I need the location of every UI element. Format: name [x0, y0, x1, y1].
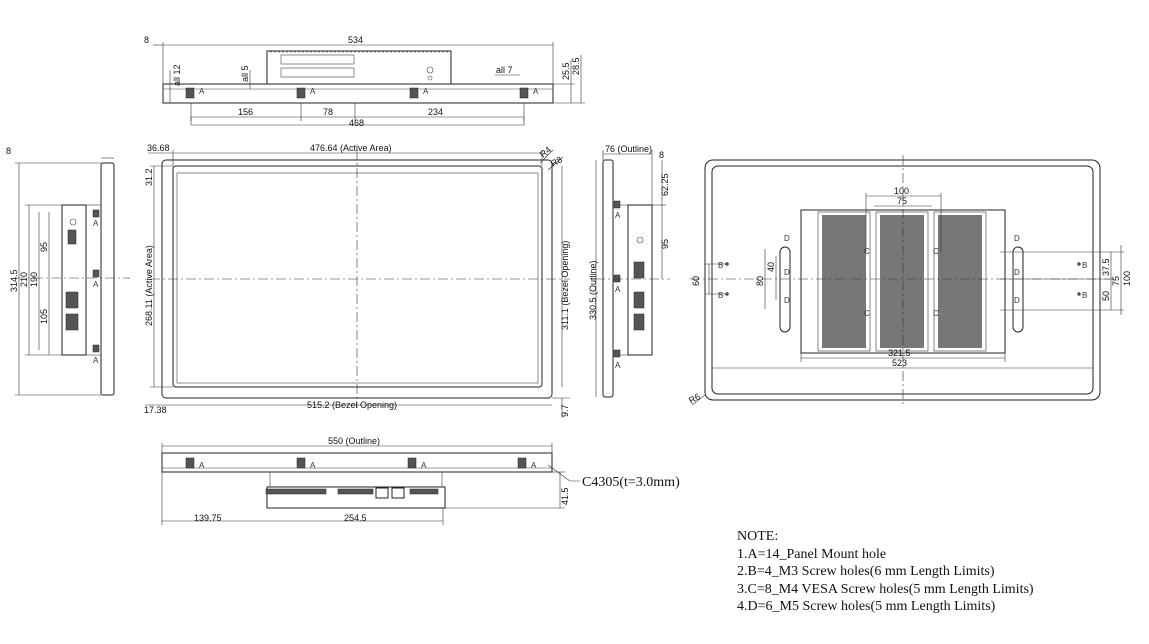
dim-28-5: 28.5: [571, 57, 581, 75]
left-hole-label: A: [93, 356, 99, 365]
dim-468: 468: [349, 118, 364, 128]
right-side-view: A A A 76 (Outline) 8 62.25 95 330.5 (Out…: [588, 144, 670, 398]
bottom-hole-label: A: [199, 461, 205, 470]
rear-d-label: D: [784, 234, 790, 243]
bottom-hole-label: A: [531, 461, 537, 470]
dim-156: 156: [238, 107, 253, 117]
dim-all-12: all 12: [172, 64, 182, 86]
rear-d-label: D: [1014, 234, 1020, 243]
rear-c-label: C: [864, 309, 870, 318]
front-view: 36.68 476.64 (Active Area) 31.2 268.11 (…: [144, 143, 570, 418]
right-hole-label: A: [615, 285, 621, 294]
dim-105: 105: [39, 309, 49, 324]
dim-r4: R4: [538, 144, 553, 159]
material-callout: C4305(t=3.0mm): [582, 475, 680, 490]
dim-254-5: 254.5: [344, 513, 367, 523]
right-hole-label: A: [615, 361, 621, 370]
bottom-hole-label: A: [310, 461, 316, 470]
note-item: 3.C=8_M4 VESA Screw holes(5 mm Length Li…: [737, 581, 1034, 597]
dim-r8: R8: [549, 154, 564, 168]
rear-c-label: C: [933, 309, 939, 318]
rear-b-label: B: [1082, 261, 1087, 270]
dim-234: 234: [428, 107, 443, 117]
dim-31-2: 31.2: [144, 168, 154, 186]
dim-r6: R6: [687, 391, 702, 405]
right-hole-label: A: [615, 211, 621, 220]
top-hole-label: A: [310, 87, 316, 96]
dim-25-5: 25.5: [561, 62, 571, 80]
dim-8: 8: [659, 150, 664, 160]
dim-95: 95: [660, 239, 670, 249]
bottom-hole-label: A: [421, 461, 427, 470]
rear-c-label: C: [933, 247, 939, 256]
dim-139-75: 139.75: [194, 513, 222, 523]
rear-d-label: D: [1014, 296, 1020, 305]
dim-active-width: 476.64 (Active Area): [310, 143, 392, 153]
top-hole-label: A: [533, 87, 539, 96]
dim-41-5: 41.5: [560, 487, 570, 505]
note-item: 4.D=6_M5 Screw holes(5 mm Length Limits): [737, 599, 996, 614]
dim-80: 80: [755, 276, 765, 286]
dim-8: 8: [144, 35, 149, 45]
dim-36-68: 36.68: [147, 143, 170, 153]
dim-95: 95: [39, 242, 49, 252]
rear-view: B B B B D D D D D D C C C C 100 75: [687, 155, 1132, 406]
dim-8: 8: [6, 146, 11, 156]
dim-bezel-width: 515.2 (Bezel Opening): [307, 400, 397, 410]
dim-314-5: 314.5: [9, 269, 19, 292]
top-hole-label: A: [199, 87, 205, 96]
dim-40: 40: [766, 262, 776, 272]
dim-190: 190: [29, 272, 39, 287]
dim-330-5-outline: 330.5 (Outline): [588, 260, 598, 320]
left-hole-label: A: [93, 280, 99, 289]
notes-block: NOTE: 1.A=14_Panel Mount hole 2.B=4_M3 S…: [737, 528, 1142, 616]
dim-9-7: 9.7: [560, 404, 570, 417]
rear-b-label: B: [718, 261, 723, 270]
bottom-view: A A A A 550 (Outline) 139.75 254.5 41.5 …: [161, 436, 680, 525]
dim-78: 78: [323, 107, 333, 117]
dim-75: 75: [897, 196, 907, 206]
rear-b-label: B: [1082, 291, 1087, 300]
rear-d-label: D: [784, 268, 790, 277]
heatsink-fins: [817, 211, 987, 352]
left-side-view: A A A 8 314.5 210 190 95 105: [6, 146, 130, 396]
dim-bezel-height: 311.1 (Bezel Opening): [560, 241, 570, 330]
dim-210: 210: [19, 272, 29, 287]
note-item: 2.B=4_M3 Screw holes(6 mm Length Limits): [737, 564, 995, 579]
top-hole-label: A: [423, 87, 429, 96]
dim-62-25: 62.25: [660, 173, 670, 196]
bottom-mount-holes: [185, 457, 527, 469]
notes-title: NOTE:: [737, 529, 779, 544]
rear-c-label: C: [864, 247, 870, 256]
dim-523: 523: [892, 358, 907, 368]
top-view: A A A A 8 534 all 12 all 5 all 7 25.5 28…: [144, 35, 585, 128]
dim-550-outline: 550 (Outline): [328, 436, 380, 446]
dim-534: 534: [348, 35, 363, 45]
dim-all-7: all 7: [496, 65, 513, 75]
dim-321-5: 321.5: [888, 348, 911, 358]
rear-d-label: D: [784, 296, 790, 305]
dim-active-height: 268.11 (Active Area): [144, 245, 154, 326]
note-item: 1.A=14_Panel Mount hole: [737, 546, 887, 562]
rear-b-label: B: [718, 291, 723, 300]
dim-75-v: 75: [1111, 276, 1121, 286]
dim-37-5: 37.5: [1101, 258, 1111, 276]
dim-17-38: 17.38: [144, 405, 167, 415]
dim-100-v: 100: [1122, 271, 1132, 286]
dim-76-outline: 76 (Outline): [605, 144, 652, 154]
rear-d-label: D: [1014, 268, 1020, 277]
dim-100: 100: [894, 186, 909, 196]
dim-60: 60: [691, 276, 701, 286]
dim-50: 50: [1101, 291, 1111, 301]
dim-all-5: all 5: [240, 65, 250, 82]
left-hole-label: A: [93, 219, 99, 228]
top-mount-holes: [185, 87, 529, 99]
